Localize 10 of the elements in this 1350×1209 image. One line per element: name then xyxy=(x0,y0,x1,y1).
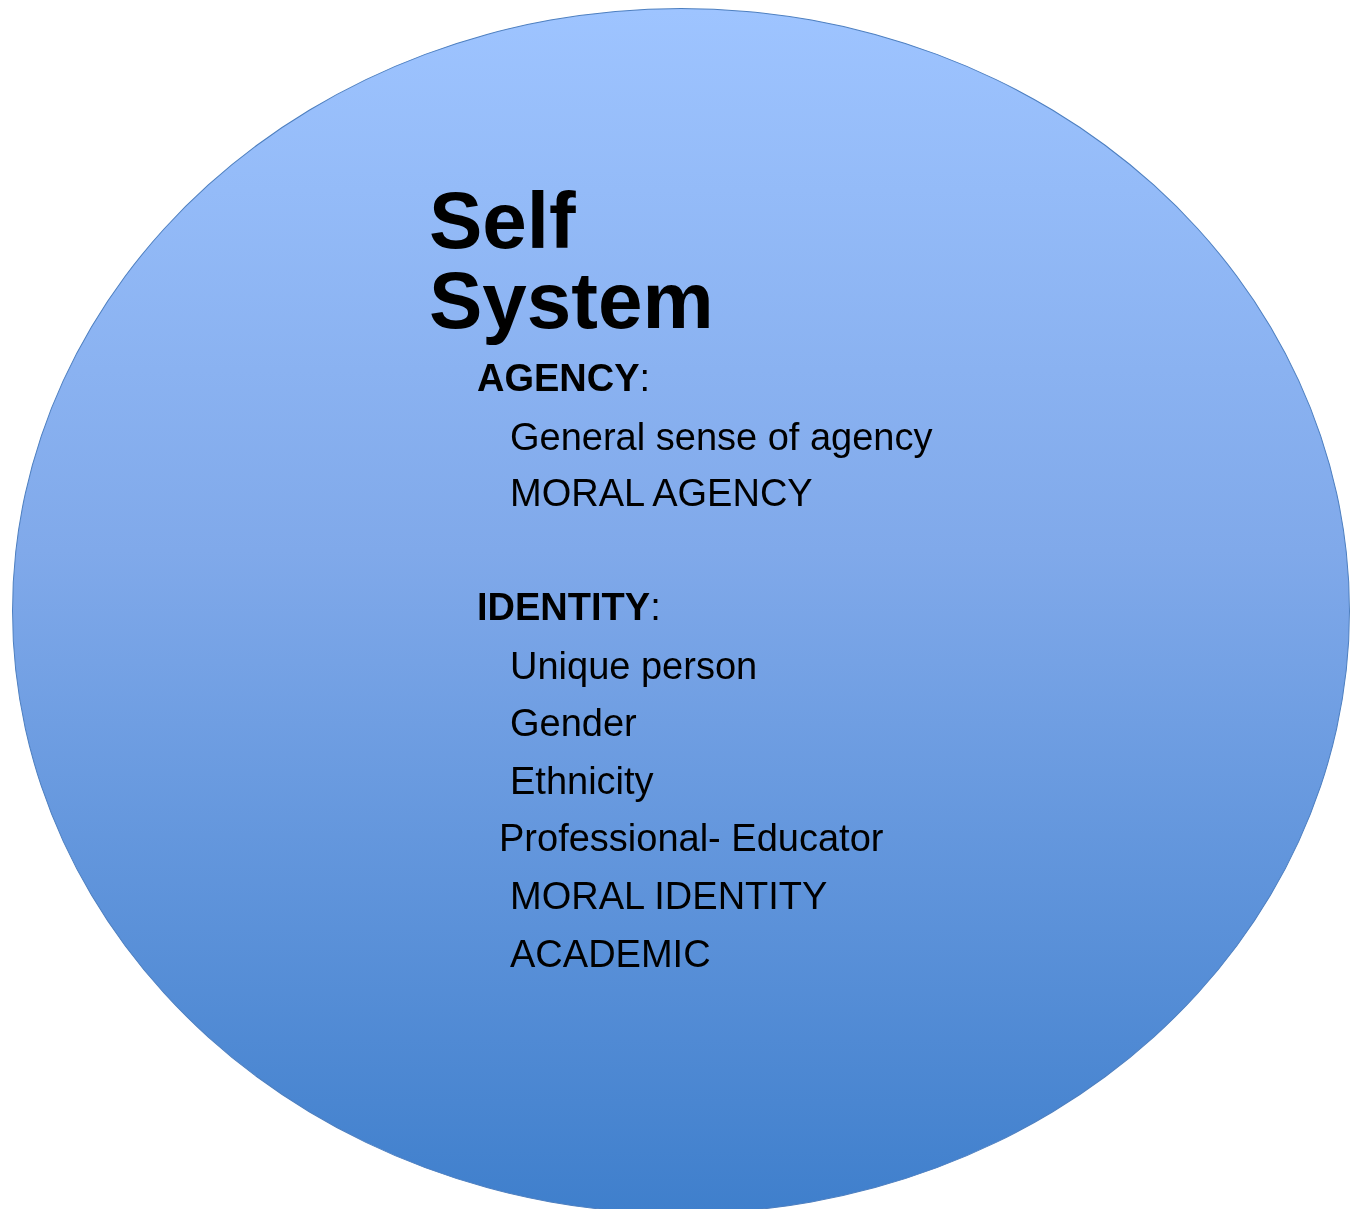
node-text: ACADEMIC xyxy=(510,932,711,977)
node-text: Gender xyxy=(510,701,637,746)
node-text: MORAL IDENTITY xyxy=(510,874,828,919)
node-text: MORAL AGENCY xyxy=(510,471,813,516)
node-text: Unique person xyxy=(510,644,758,689)
node-text: Professional- Educator xyxy=(499,816,884,861)
node-text: AGENCY: xyxy=(477,356,651,401)
node-text: IDENTITY: xyxy=(477,585,661,630)
node-text: Ethnicity xyxy=(510,759,654,804)
node-text: General sense of agency xyxy=(510,415,933,460)
